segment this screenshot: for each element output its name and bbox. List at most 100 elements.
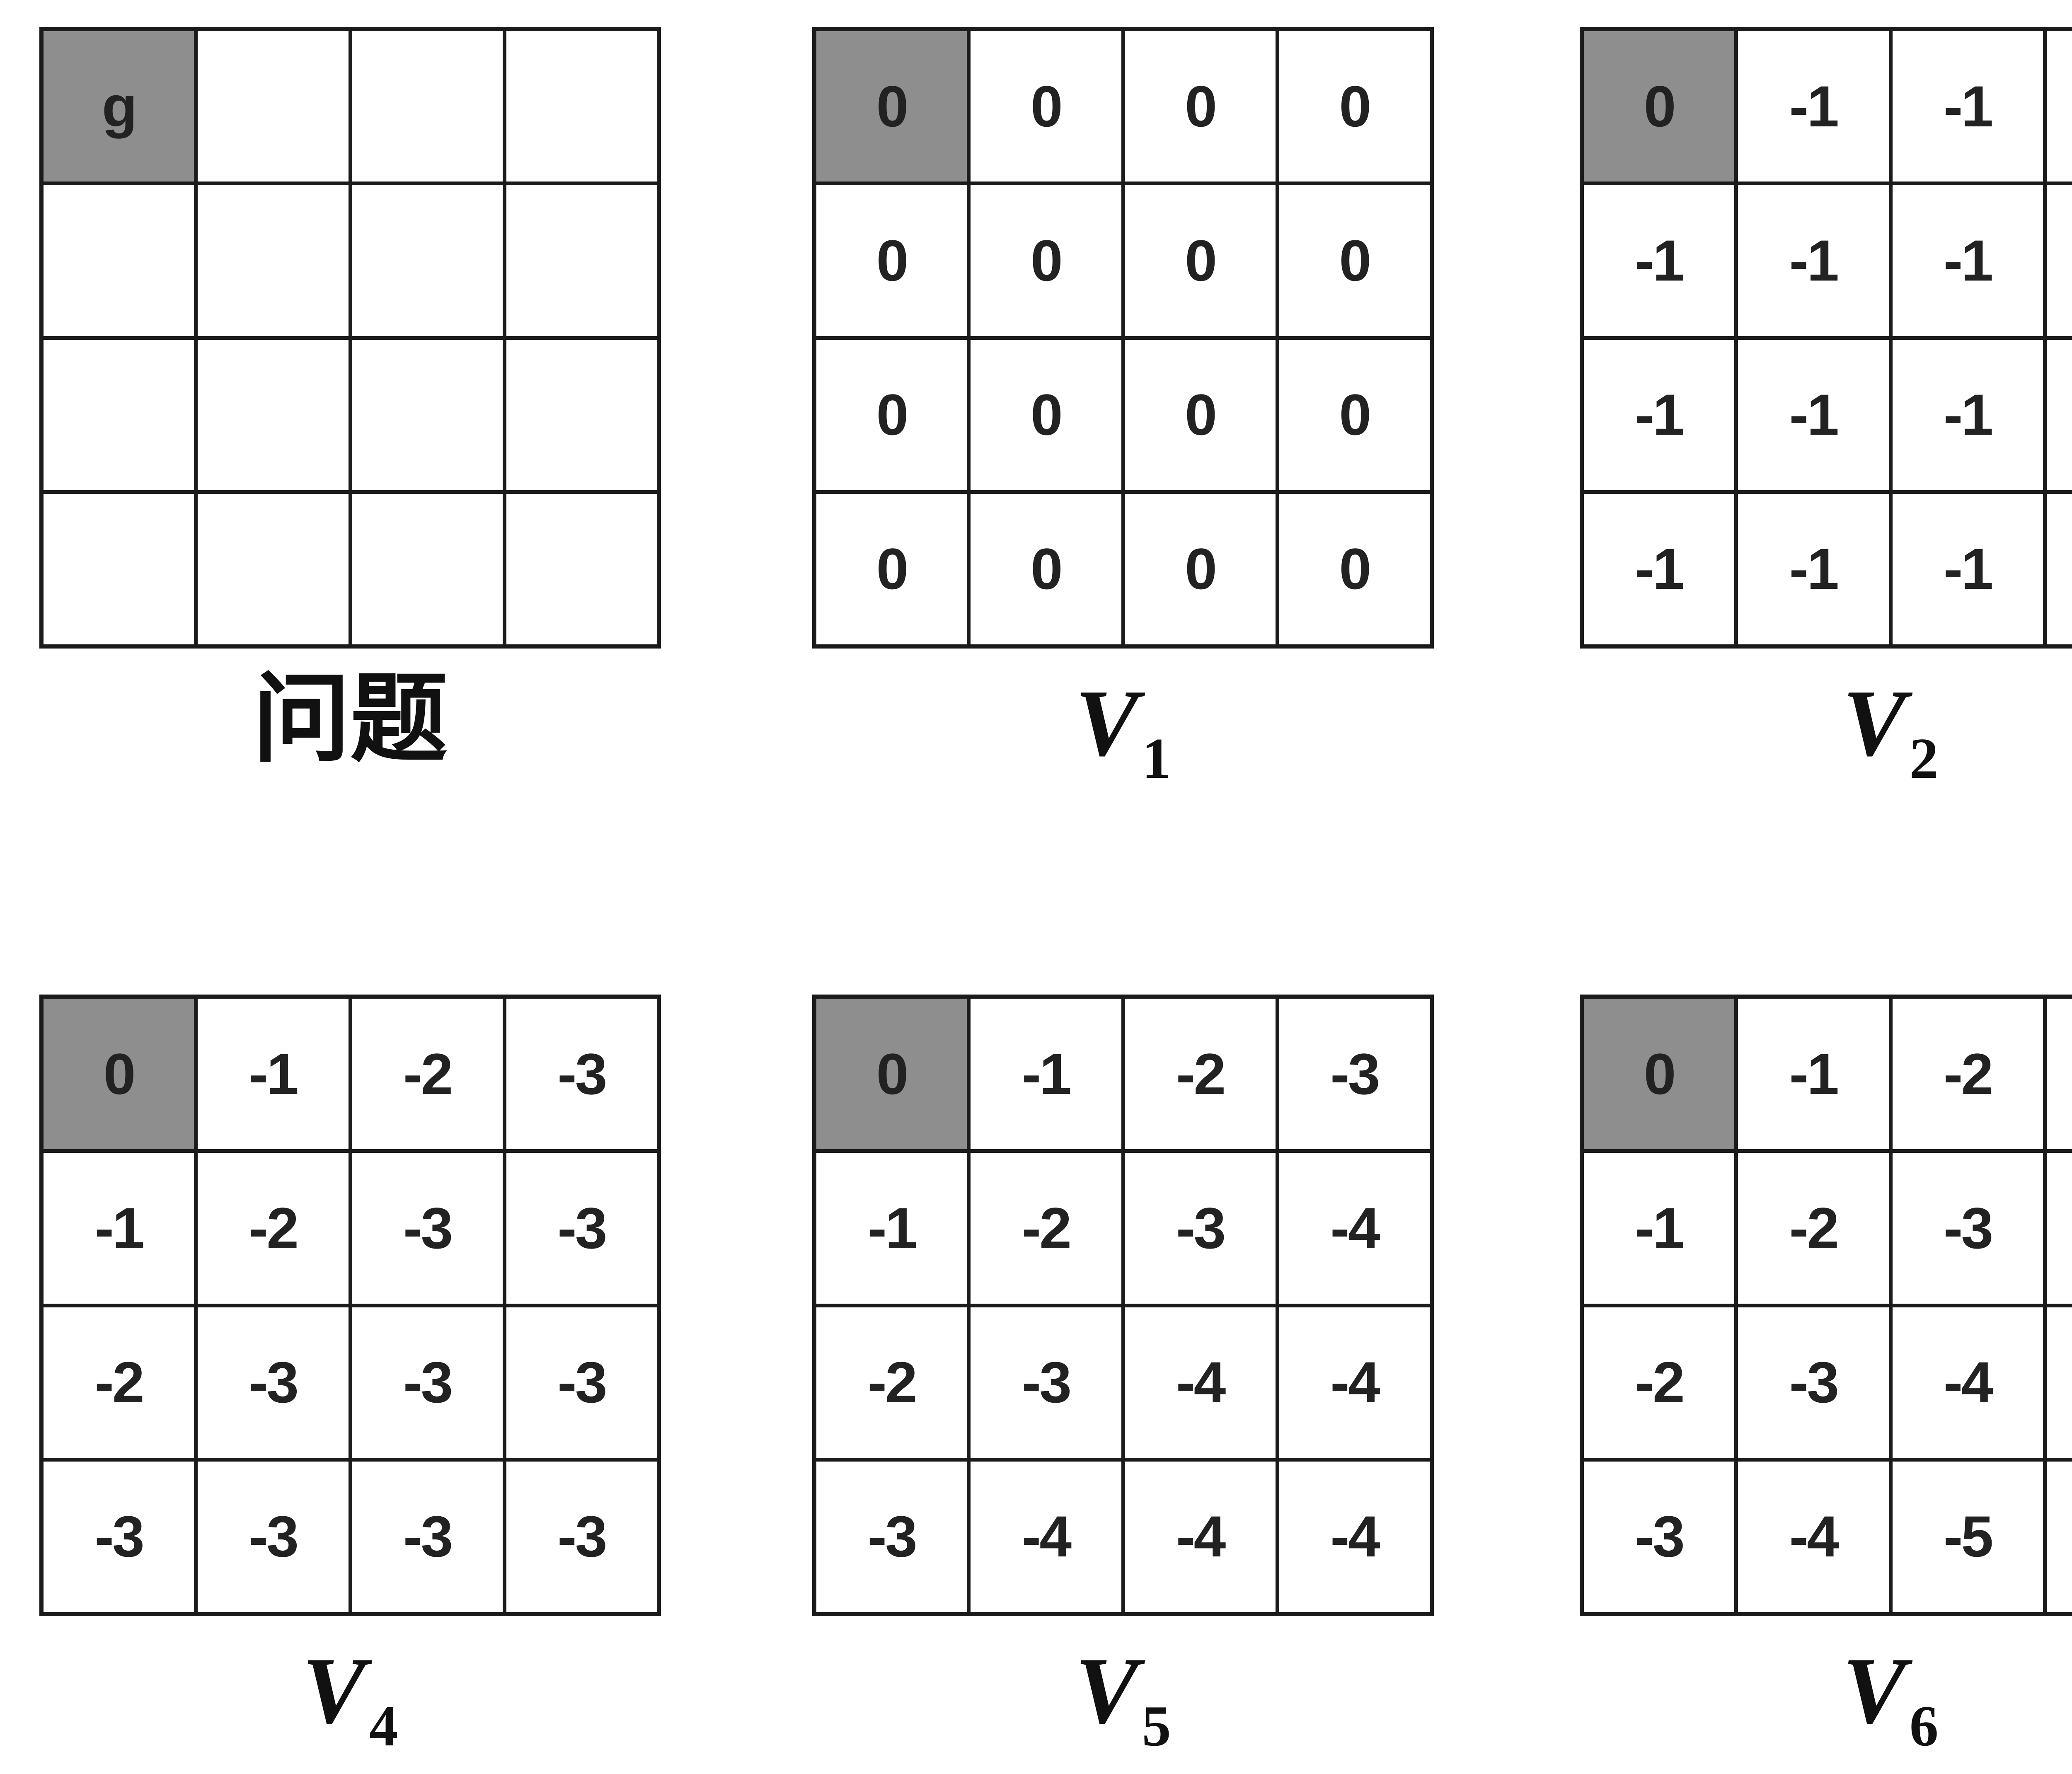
grid-v5: 0-1-2-3-1-2-3-4-2-3-4-4-3-4-4-4: [812, 995, 1434, 1616]
grid-cell: -1: [1892, 494, 2043, 644]
grid-cell: [352, 31, 503, 182]
grid-cell: -4: [971, 1461, 1121, 1612]
grid-cell: -3: [198, 1461, 349, 1612]
grid-cell: [352, 494, 503, 644]
grid-cell: -2: [1584, 1307, 1735, 1458]
grid-cell: [506, 31, 657, 182]
grid-cell: -1: [2046, 494, 2072, 644]
grid-cell: -2: [198, 1153, 349, 1304]
grid-cell: -3: [506, 1153, 657, 1304]
grid-label-v4: V4: [39, 1643, 661, 1755]
grid-cell: -1: [1584, 339, 1735, 490]
grid-cell: -1: [1738, 31, 1889, 182]
grid-cell: [352, 185, 503, 336]
grid-cell: -3: [506, 1461, 657, 1612]
grid-cell: -1: [1738, 494, 1889, 644]
grid-cell: [506, 494, 657, 644]
grid-label-problem: 问题: [253, 666, 448, 774]
grid-cell: -1: [1892, 339, 2043, 490]
grid-cell: -1: [2046, 185, 2072, 336]
grid-problem: g: [39, 27, 661, 649]
grid-cell: -1: [1738, 999, 1889, 1150]
grid-cell: -3: [2046, 999, 2072, 1150]
grid-cell: -2: [971, 1153, 1121, 1304]
grid-cell: [506, 339, 657, 490]
label-v-base: V: [1075, 1638, 1139, 1743]
grid-cell: -2: [816, 1307, 967, 1458]
grid-cell: -3: [1738, 1307, 1889, 1458]
grid-cell: -2: [1125, 999, 1276, 1150]
grid-cell: -4: [1738, 1461, 1889, 1612]
grid-cell: -5: [2046, 1307, 2072, 1458]
grid-cell: -1: [1584, 1153, 1735, 1304]
grid-cell: -1: [1892, 185, 2043, 336]
grid-v4: 0-1-2-3-1-2-3-3-2-3-3-3-3-3-3-3: [39, 995, 661, 1616]
grid-cell: 0: [971, 494, 1121, 644]
grid-cell: 0: [1279, 494, 1430, 644]
grid-v6: 0-1-2-3-1-2-3-4-2-3-4-5-3-4-5-5: [1580, 995, 2072, 1616]
grid-cell: -3: [352, 1461, 503, 1612]
grid-cell: -5: [1892, 1461, 2043, 1612]
goal-cell: 0: [816, 999, 967, 1150]
grid-cell: 0: [816, 185, 967, 336]
grid-cell: -1: [1738, 185, 1889, 336]
label-v-base: V: [1842, 670, 1906, 776]
grid-cell: [44, 185, 194, 336]
grid-cell: [198, 31, 349, 182]
grid-cell: 0: [1125, 339, 1276, 490]
goal-cell: 0: [1584, 31, 1735, 182]
grid-cell: -3: [816, 1461, 967, 1612]
grid-cell: -3: [1279, 999, 1430, 1150]
grid-cell: -3: [198, 1307, 349, 1458]
grid-cell: [198, 185, 349, 336]
grid-cell: -4: [1279, 1461, 1430, 1612]
label-v-subscript: 4: [369, 1694, 398, 1758]
label-v-subscript: 2: [1909, 726, 1939, 791]
goal-cell: g: [44, 31, 194, 182]
grid-cell: 0: [1125, 31, 1276, 182]
grid-cell: 0: [971, 185, 1121, 336]
grid-cell: -2: [1738, 1153, 1889, 1304]
goal-cell: 0: [816, 31, 967, 182]
grid-cell: -2: [352, 999, 503, 1150]
grid-cell: -3: [1584, 1461, 1735, 1612]
grid-cell: -1: [1584, 494, 1735, 644]
grid-cell: 0: [816, 339, 967, 490]
grid-cell: -1: [1584, 185, 1735, 336]
grid-cell: -1: [971, 999, 1121, 1150]
grid-label-v5: V5: [812, 1643, 1434, 1755]
grid-cell: [198, 494, 349, 644]
label-v-subscript: 6: [1909, 1694, 1939, 1758]
label-v-base: V: [1075, 670, 1139, 776]
grid-cell: 0: [1125, 494, 1276, 644]
grid-cell: [44, 494, 194, 644]
goal-cell: 0: [44, 999, 194, 1150]
grid-cell: -4: [1279, 1153, 1430, 1304]
grid-cell: 0: [971, 31, 1121, 182]
grid-cell: 0: [1279, 185, 1430, 336]
grid-cell: -1: [1738, 339, 1889, 490]
grid-cell: -5: [2046, 1461, 2072, 1612]
label-v-subscript: 5: [1142, 1694, 1171, 1758]
grid-cell: -1: [44, 1153, 194, 1304]
grid-label-v1: V1: [812, 675, 1434, 788]
grid-cell: -1: [816, 1153, 967, 1304]
grid-cell: -3: [1125, 1153, 1276, 1304]
grid-cell: 0: [1125, 185, 1276, 336]
grid-cell: [506, 185, 657, 336]
grid-cell: -4: [1892, 1307, 2043, 1458]
grid-cell: -3: [44, 1461, 194, 1612]
grid-cell: 0: [816, 494, 967, 644]
grid-cell: -1: [2046, 31, 2072, 182]
grid-cell: [44, 339, 194, 490]
grid-cell: -4: [1279, 1307, 1430, 1458]
label-v-base: V: [302, 1638, 366, 1743]
grid-cell: -3: [506, 999, 657, 1150]
grid-label-v2: V2: [1580, 675, 2072, 788]
label-v-base: V: [1842, 1638, 1906, 1743]
grid-cell: -3: [352, 1153, 503, 1304]
grid-cell: [352, 339, 503, 490]
grid-cell: -1: [1892, 31, 2043, 182]
